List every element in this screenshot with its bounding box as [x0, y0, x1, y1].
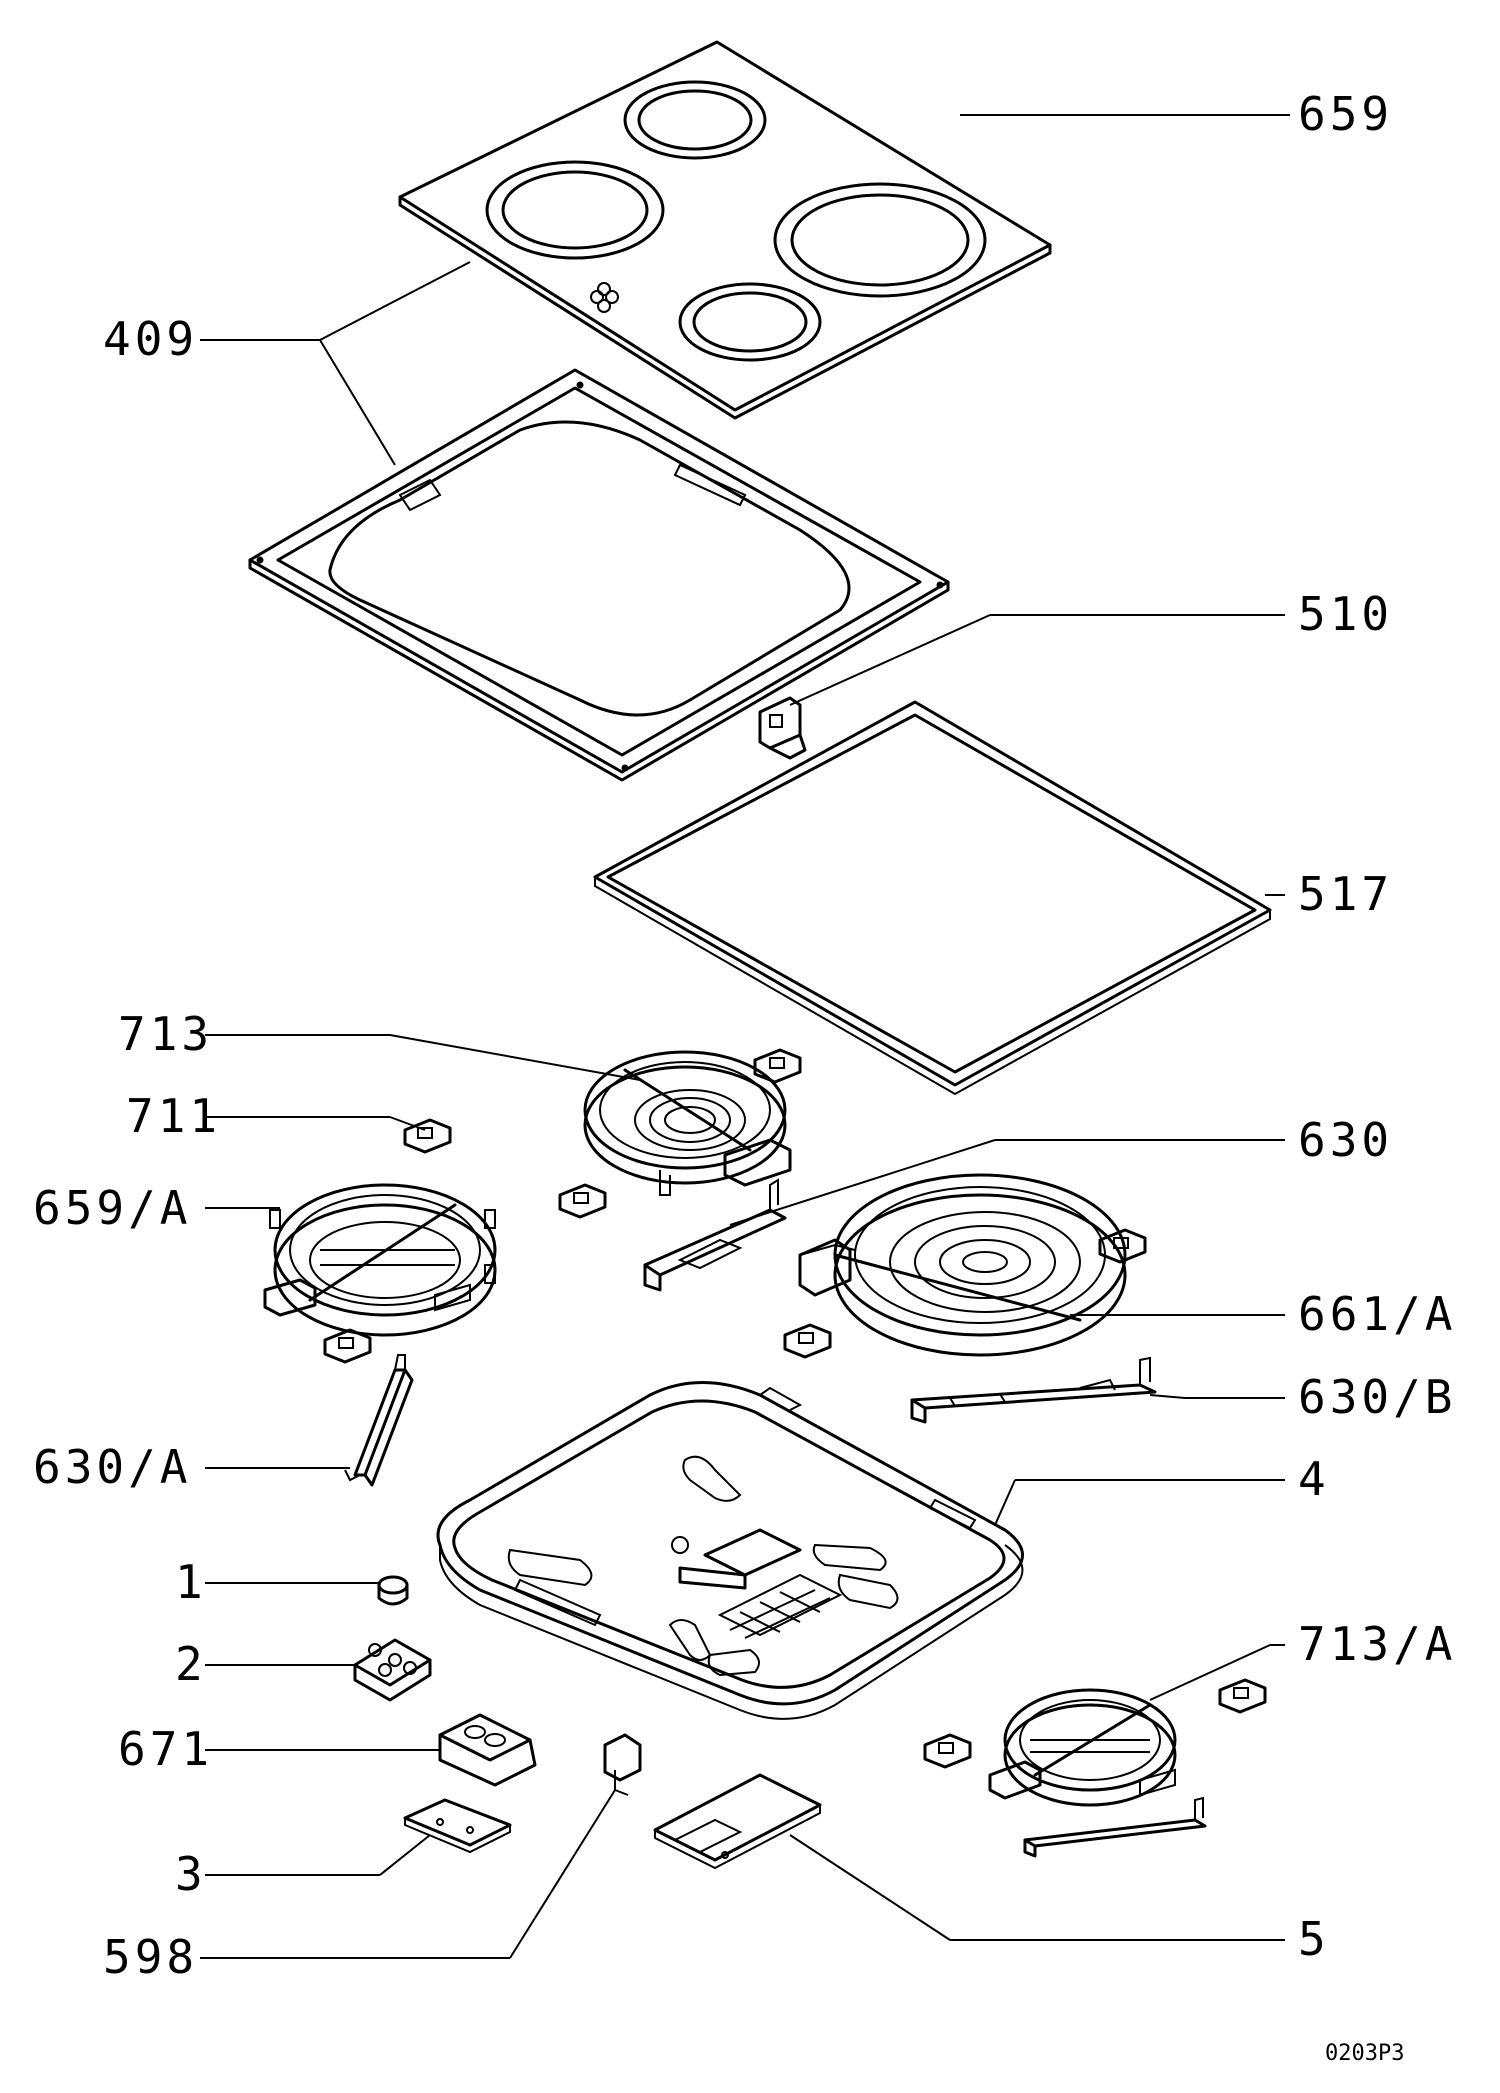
bracket-630a	[344, 1354, 414, 1487]
radiant-heater-659a	[263, 1183, 497, 1337]
plate-5	[653, 1773, 822, 1870]
label-510: 510	[1298, 587, 1393, 641]
cover-671	[438, 1713, 537, 1787]
label-4: 4	[1298, 1452, 1330, 1506]
small-clip	[923, 1733, 972, 1769]
leader-lines	[200, 114, 1290, 1959]
label-713a: 713/A	[1298, 1617, 1456, 1671]
hob-frame	[248, 368, 950, 782]
label-3: 3	[175, 1847, 207, 1901]
bracket-598	[603, 1733, 642, 1796]
label-517: 517	[1298, 867, 1393, 921]
label-1: 1	[175, 1555, 207, 1609]
small-clip	[753, 1048, 802, 1084]
gasket-seal	[593, 700, 1272, 1096]
ceramic-hob-top	[398, 40, 1052, 420]
radiant-heater-713	[583, 1050, 792, 1196]
radiant-heater-713a	[988, 1688, 1177, 1807]
label-630: 630	[1298, 1113, 1393, 1167]
label-598: 598	[103, 1930, 198, 1984]
small-clip	[403, 1118, 452, 1154]
label-2: 2	[175, 1637, 207, 1691]
small-clip	[323, 1328, 372, 1364]
drawing-code: 0203P3	[1325, 2041, 1404, 2066]
bracket-630	[643, 1178, 787, 1292]
mounting-clip	[758, 696, 807, 760]
bracket-630b	[910, 1356, 1157, 1424]
small-clip	[558, 1183, 607, 1219]
terminal-block-2	[353, 1638, 432, 1702]
hob-symbol-icon	[590, 282, 619, 313]
label-409: 409	[103, 312, 198, 366]
small-clip	[1218, 1678, 1267, 1714]
knob-part-1	[377, 1575, 409, 1606]
label-713: 713	[118, 1007, 213, 1061]
plate-3	[403, 1798, 512, 1854]
radiant-heater-661a	[798, 1173, 1127, 1357]
bracket-under-713a	[1023, 1796, 1207, 1858]
label-630b: 630/B	[1298, 1370, 1456, 1424]
label-661a: 661/A	[1298, 1287, 1456, 1341]
label-659a: 659/A	[33, 1181, 191, 1235]
label-659: 659	[1298, 87, 1393, 141]
label-711: 711	[126, 1089, 221, 1143]
base-tray	[436, 1381, 1024, 1720]
label-5: 5	[1298, 1912, 1330, 1966]
label-630a: 630/A	[33, 1440, 191, 1494]
small-clip	[783, 1323, 832, 1359]
label-671: 671	[118, 1722, 213, 1776]
